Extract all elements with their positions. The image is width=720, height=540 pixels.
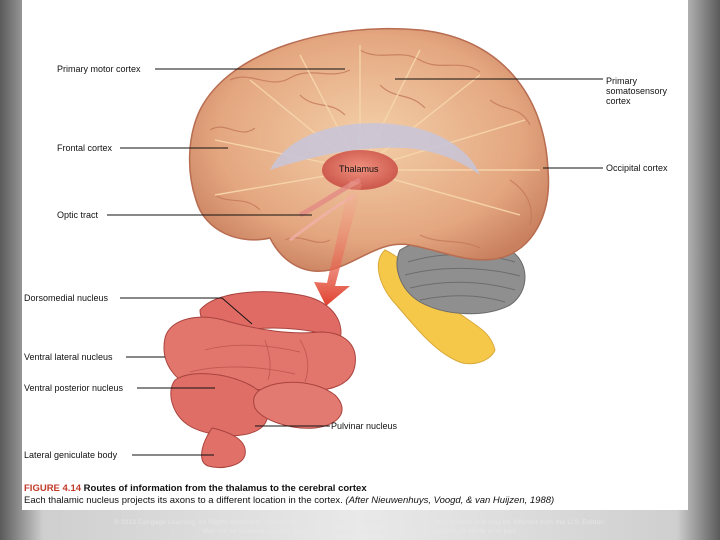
label-optic-tract: Optic tract (57, 210, 99, 220)
ventral-posterior-nucleus-shape (170, 373, 269, 437)
label-somatosensory-line-1: Primary (606, 76, 637, 86)
caption-body-line: Each thalamic nucleus projects its axons… (24, 495, 664, 507)
gyri (209, 49, 532, 249)
cerebral-hemisphere (188, 27, 550, 272)
projection-arrow (314, 180, 362, 306)
copyright-line-1: © 2013 Cengage Learning. All Rights Rese… (113, 519, 607, 526)
label-ventral-posterior-nucleus: Ventral posterior nucleus (24, 383, 124, 393)
label-ventral-lateral-nucleus: Ventral lateral nucleus (24, 352, 113, 362)
pulvinar-nucleus-shape (253, 381, 343, 429)
lateral-geniculate-body-shape (201, 427, 246, 469)
leader-lines (107, 68, 603, 456)
label-somatosensory-line-2: somatosensory (606, 86, 668, 96)
figure-title: Routes of information from the thalamus … (83, 483, 367, 494)
caption-text: Each thalamic nucleus projects its axons… (24, 495, 343, 506)
thalamic-nuclei (163, 291, 356, 469)
thalamus (322, 150, 398, 190)
figure-caption: FIGURE 4.14 Routes of information from t… (24, 483, 664, 507)
label-occipital-cortex: Occipital cortex (606, 163, 668, 173)
copyright-notice: © 2013 Cengage Learning. All Rights Rese… (60, 518, 660, 536)
lateral-ventricle (270, 123, 480, 175)
label-pulvinar-nucleus: Pulvinar nucleus (331, 421, 398, 431)
label-thalamus: Thalamus (339, 164, 379, 174)
leader-dorsomedial (120, 297, 253, 325)
caption-credit: (After Nieuwenhuys, Voogd, & van Huijzen… (345, 495, 555, 506)
label-somatosensory-line-3: cortex (606, 96, 631, 106)
figure-number: FIGURE 4.14 (24, 483, 82, 494)
label-lateral-geniculate-body: Lateral geniculate body (24, 450, 118, 460)
copyright-line-2: May not be scanned, copied, duplicated, … (202, 528, 518, 535)
label-dorsomedial-nucleus: Dorsomedial nucleus (24, 293, 109, 303)
label-frontal-cortex: Frontal cortex (57, 143, 113, 153)
label-primary-motor-cortex: Primary motor cortex (57, 64, 141, 74)
label-primary-somatosensory-cortex: Primary somatosensory cortex (606, 76, 667, 106)
caption-title-line: FIGURE 4.14 Routes of information from t… (24, 483, 664, 495)
